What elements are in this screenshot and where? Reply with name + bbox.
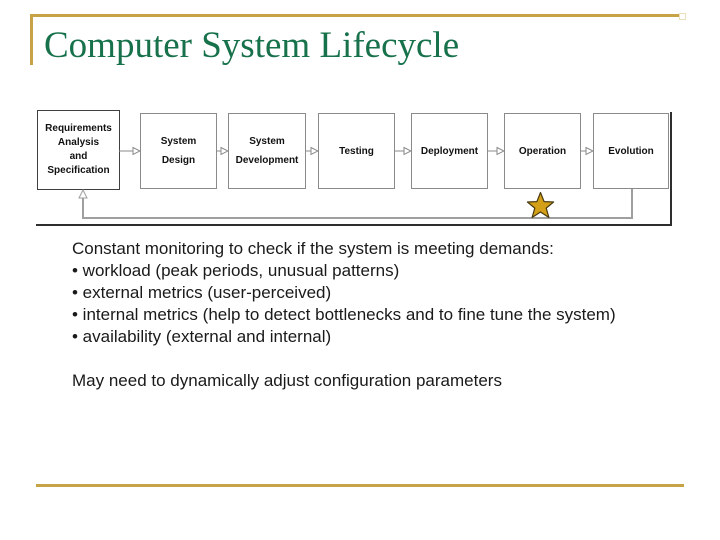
flowchart-box-system-development: System Development — [228, 113, 306, 189]
flowchart-box-operation: Operation — [504, 113, 581, 189]
title-left-rule — [30, 14, 33, 65]
feedback-line-rise — [82, 197, 84, 219]
arrow-up-icon — [78, 189, 88, 199]
bullet-item: • external metrics (user-perceived) — [72, 283, 332, 302]
flowchart-box-label: Deployment — [420, 145, 479, 157]
bullet-item: • availability (external and internal) — [72, 327, 332, 346]
arrow-right-icon — [394, 146, 412, 156]
feedback-line-drop — [631, 189, 633, 218]
flowchart-box-evolution: Evolution — [593, 113, 669, 189]
title-rule-end-square — [679, 13, 686, 20]
diagram-frame-right — [670, 112, 672, 226]
arrow-right-icon — [216, 146, 229, 156]
flowchart-box-label: Operation — [518, 145, 567, 157]
arrow-right-icon — [119, 146, 141, 156]
body-footer: May need to dynamically adjust configura… — [72, 371, 502, 390]
arrow-right-icon — [487, 146, 505, 156]
bullet-item: • workload (peak periods, unusual patter… — [72, 261, 400, 280]
flowchart-box-system-design: System Design — [140, 113, 217, 189]
body-intro: Constant monitoring to check if the syst… — [72, 239, 554, 258]
body-text-block: Constant monitoring to check if the syst… — [72, 238, 672, 392]
arrow-right-icon — [305, 146, 319, 156]
flowchart-box-label: Requirements Analysis and Specification — [45, 123, 112, 176]
title-top-rule — [30, 14, 679, 17]
page-title: Computer System Lifecycle — [44, 25, 460, 66]
star-icon — [526, 191, 555, 219]
feedback-line-horizontal — [82, 217, 633, 219]
flowchart-box-label: System Development — [235, 136, 299, 166]
flowchart-box-label: System Design — [160, 136, 197, 166]
flowchart-box-deployment: Deployment — [411, 113, 488, 189]
flowchart-box-label: Evolution — [608, 145, 654, 157]
arrow-right-icon — [580, 146, 594, 156]
flowchart-box-requirements: Requirements Analysis and Specification — [37, 110, 120, 190]
bullet-item: • internal metrics (help to detect bottl… — [72, 305, 616, 324]
flowchart-box-testing: Testing — [318, 113, 395, 189]
diagram-frame-bottom — [36, 224, 672, 226]
flowchart-box-label: Testing — [339, 145, 374, 157]
slide-bottom-rule — [36, 484, 684, 487]
